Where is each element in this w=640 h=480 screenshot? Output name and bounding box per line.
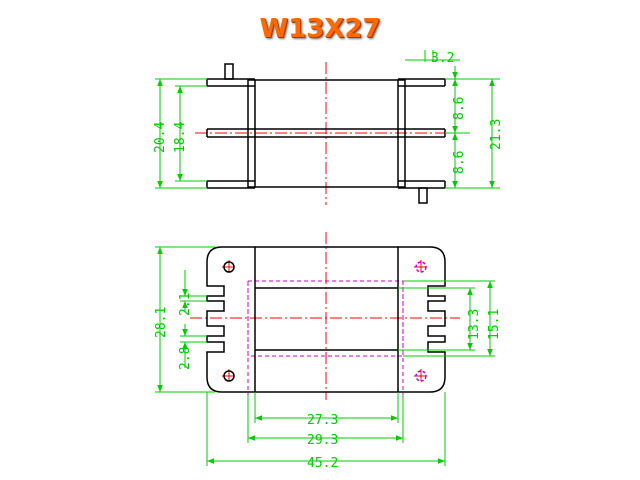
front-dimension-labels: 28.1 2.1 2.8 13.3 15.1 27.3 29.3 45.2 [154, 293, 502, 471]
top-outline [206, 63, 446, 204]
dim-45-2: 45.2 [307, 456, 338, 471]
front-view: 28.1 2.1 2.8 13.3 15.1 27.3 29.3 45.2 [154, 232, 502, 471]
top-centerlines [195, 62, 455, 205]
top-view: 20.4 18.4 3.2 8.6 8.6 21.3 [153, 50, 504, 205]
top-dimension-labels: 20.4 18.4 3.2 8.6 8.6 21.3 [153, 51, 504, 174]
dim-13-3: 13.3 [467, 309, 482, 340]
dim-27-3: 27.3 [307, 413, 338, 428]
top-dimensions [155, 50, 500, 189]
dim-18-4: 18.4 [173, 122, 188, 153]
dim-20-4: 20.4 [153, 122, 168, 153]
mount-hole-tl [223, 261, 235, 273]
dim-8-6-upper: 8.6 [452, 97, 467, 120]
dim-2-1: 2.1 [178, 293, 193, 316]
front-centerlines [190, 232, 460, 400]
mount-hole-bl [223, 370, 235, 382]
top-pin [224, 63, 234, 80]
mount-hole-tr [415, 261, 427, 273]
right-flange [397, 79, 406, 188]
dim-28-1: 28.1 [154, 307, 169, 338]
dim-3-2: 3.2 [431, 51, 454, 66]
drawing-title: W13X27 [259, 14, 381, 44]
left-flange [247, 79, 256, 188]
bottom-pin [418, 187, 428, 204]
dim-29-3: 29.3 [307, 433, 338, 448]
front-dimensions [155, 246, 495, 466]
dim-15-1: 15.1 [487, 309, 502, 340]
front-outline [206, 246, 446, 393]
dim-2-8: 2.8 [178, 347, 193, 370]
mount-hole-br [415, 370, 427, 382]
dim-8-6-lower: 8.6 [452, 151, 467, 174]
dim-21-3: 21.3 [489, 119, 504, 150]
